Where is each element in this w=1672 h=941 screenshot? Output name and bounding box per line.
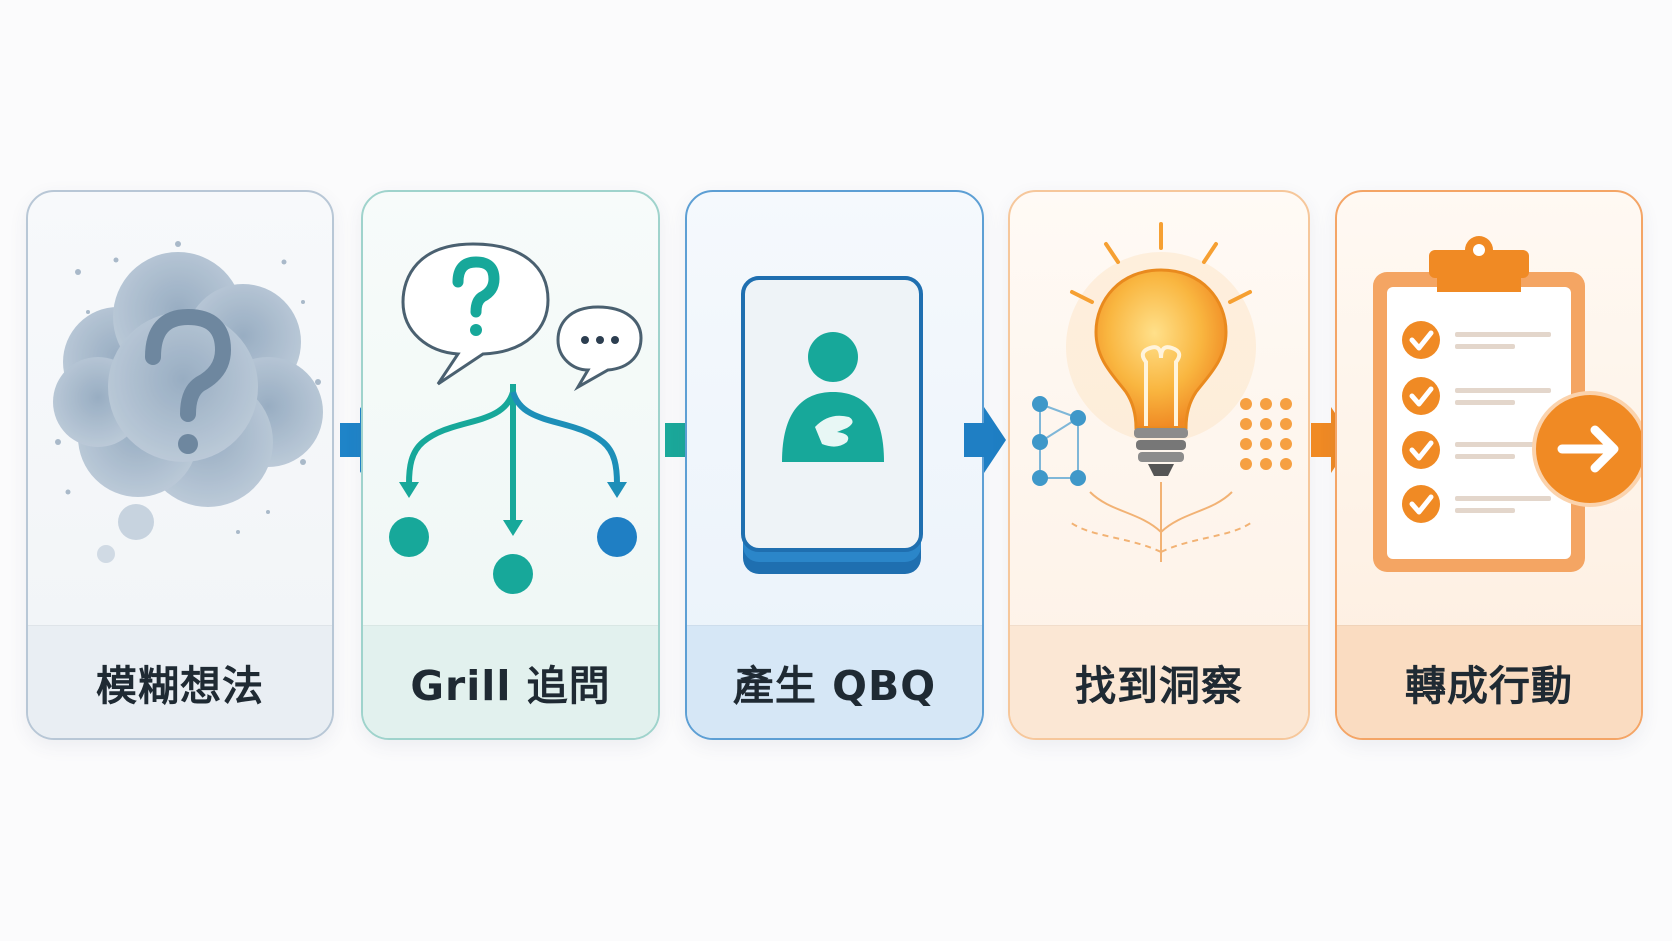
step-card-qbq: 產生 QBQ: [685, 190, 984, 740]
step-label: 產生 QBQ: [732, 662, 937, 710]
step-label: 找到洞察: [1075, 662, 1243, 710]
cloud-question-icon: [53, 241, 323, 563]
checklist-icon: [1373, 236, 1641, 572]
arrow-right-icon: [964, 407, 1006, 473]
step-label-band: 轉成行動: [1337, 625, 1641, 738]
step-label-band: 找到洞察: [1010, 625, 1308, 738]
step-illustration: [28, 192, 332, 630]
person-card-icon: [741, 276, 923, 574]
step-card-insight: 找到洞察: [1008, 190, 1310, 740]
branching-questions-icon: [389, 242, 643, 594]
step-card-vague-idea: 模糊想法: [26, 190, 334, 740]
step-card-grill-questioning: Grill 追問: [361, 190, 660, 740]
step-illustration: [363, 192, 658, 630]
step-illustration: [1010, 192, 1308, 630]
lightbulb-icon: [1032, 222, 1292, 562]
step-label-band: 模糊想法: [28, 625, 332, 738]
step-illustration: [1337, 192, 1641, 630]
step-label: 轉成行動: [1405, 662, 1573, 710]
step-label-band: Grill 追問: [363, 625, 658, 738]
arrow-right-icon: [1311, 407, 1353, 473]
step-illustration: [687, 192, 982, 630]
step-label: 模糊想法: [96, 662, 264, 710]
step-label-band: 產生 QBQ: [687, 625, 982, 738]
step-label: Grill 追問: [410, 662, 611, 710]
step-card-action: 轉成行動: [1335, 190, 1643, 740]
